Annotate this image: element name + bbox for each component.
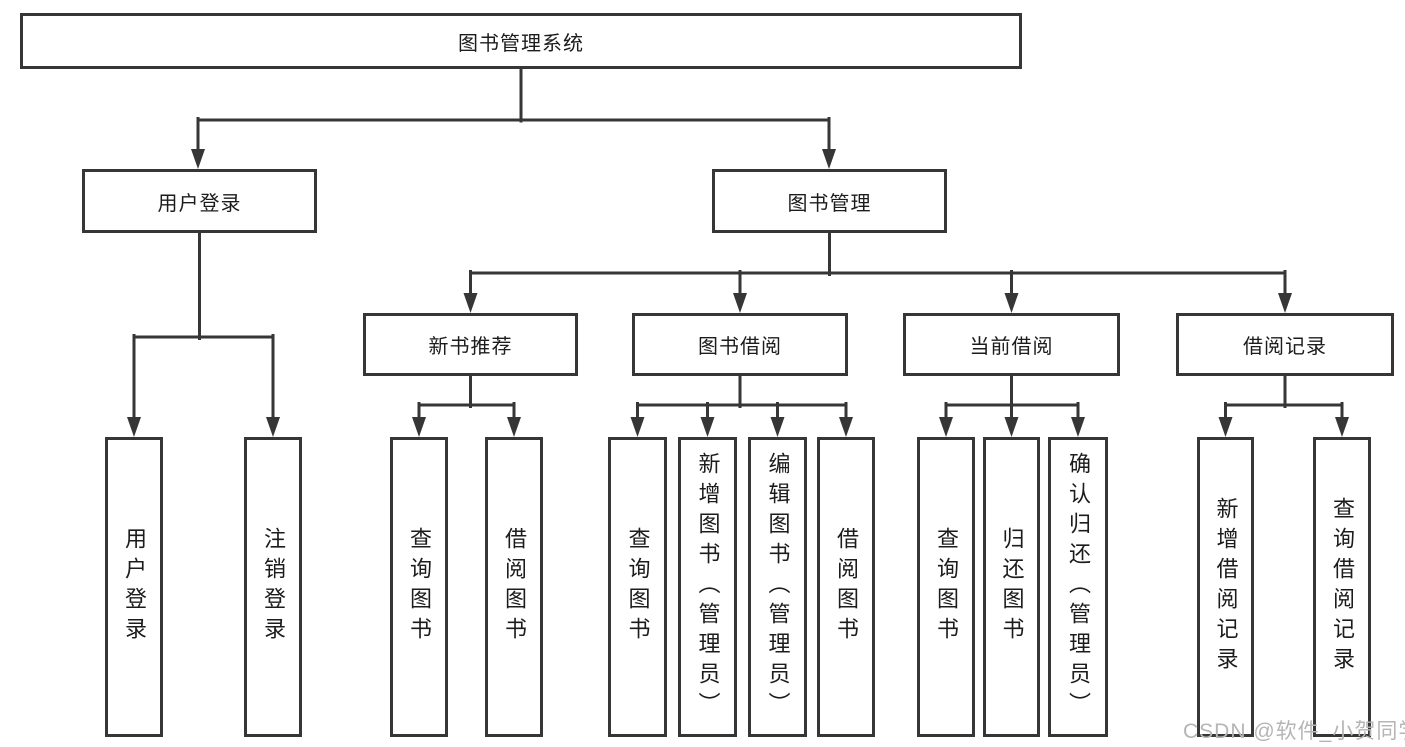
- node-new-book-recommend: 新书推荐: [363, 313, 578, 376]
- leaf-label: 归还图书: [999, 527, 1025, 647]
- node-user-login: 用户登录: [82, 169, 317, 233]
- node-label: 借阅记录: [1243, 336, 1327, 358]
- leaf-label: 查询图书: [625, 527, 651, 647]
- leaf-label: 新增借阅记录: [1213, 497, 1239, 677]
- leaf-logout: 注销登录: [244, 437, 302, 737]
- leaf-add-borrow-record: 新增借阅记录: [1197, 437, 1254, 737]
- node-current-borrowing: 当前借阅: [903, 313, 1120, 376]
- leaf-add-books-admin: 新增图书（管理员）: [678, 437, 737, 737]
- leaf-borrow-books: 借阅图书: [485, 437, 543, 737]
- leaf-query-books-2: 查询图书: [608, 437, 667, 737]
- leaf-label: 查询借阅记录: [1330, 497, 1355, 677]
- leaf-label: 查询图书: [407, 527, 432, 647]
- leaf-query-books-3: 查询图书: [917, 437, 975, 737]
- node-label: 新书推荐: [428, 336, 513, 358]
- leaf-label: 编辑图书（管理员）: [765, 452, 791, 722]
- node-book-management: 图书管理: [712, 169, 947, 233]
- csdn-watermark: CSDN @软件_小贺同学: [1183, 720, 1405, 743]
- leaf-label: 用户登录: [122, 527, 147, 647]
- leaf-edit-books-admin: 编辑图书（管理员）: [748, 437, 807, 737]
- node-label: 当前借阅: [969, 336, 1054, 358]
- node-label: 图书管理系统: [458, 32, 584, 55]
- leaf-return-books: 归还图书: [983, 437, 1040, 737]
- leaf-query-books: 查询图书: [390, 437, 448, 737]
- leaf-confirm-return-admin: 确认归还（管理员）: [1048, 437, 1108, 737]
- node-library-management-system: 图书管理系统: [20, 13, 1022, 69]
- node-label: 图书管理: [787, 192, 872, 215]
- node-borrowing-records: 借阅记录: [1176, 313, 1394, 376]
- leaf-label: 确认归还（管理员）: [1066, 452, 1091, 722]
- node-label: 用户登录: [157, 192, 242, 215]
- leaf-borrow-books-2: 借阅图书: [817, 437, 875, 737]
- node-book-borrowing: 图书借阅: [632, 313, 848, 376]
- leaf-label: 新增图书（管理员）: [695, 452, 721, 722]
- leaf-label: 借阅图书: [502, 527, 527, 647]
- node-label: 图书借阅: [698, 336, 782, 358]
- leaf-label: 注销登录: [261, 527, 286, 647]
- leaf-label: 借阅图书: [834, 527, 859, 647]
- leaf-user-login: 用户登录: [105, 437, 163, 737]
- leaf-label: 查询图书: [934, 527, 959, 647]
- leaf-query-borrow-record: 查询借阅记录: [1313, 437, 1371, 737]
